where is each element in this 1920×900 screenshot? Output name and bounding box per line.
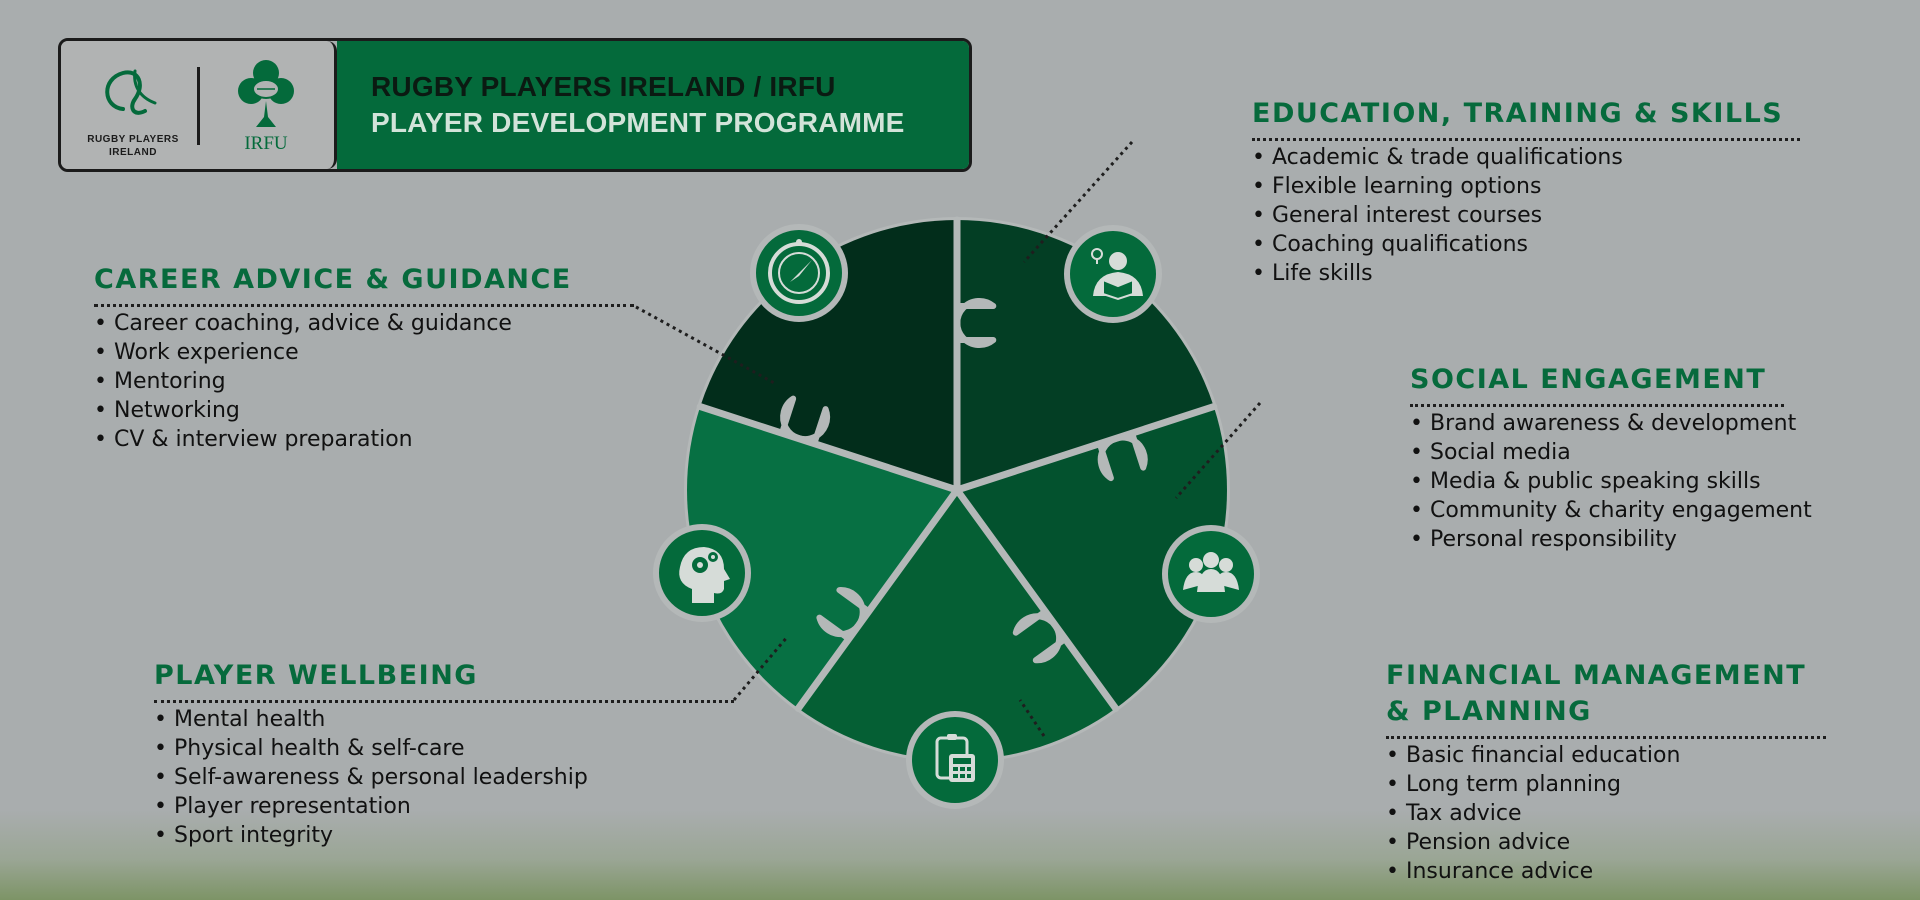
wellbeing-heading: PLAYER WELLBEING [154,660,478,691]
compass-icon [750,224,848,322]
list-item: Work experience [94,338,634,367]
logo-divider [197,67,200,145]
reading-person-icon [1064,225,1162,323]
puzzle-piece-wellbeing [687,406,957,709]
puzzle-piece-financial [798,490,1116,760]
list-item: Mental health [154,705,734,734]
rugby-players-ireland-logo: RUGBY PLAYERS IRELAND [83,59,183,159]
title-panel: RUGBY PLAYERS IRELAND / IRFU PLAYER DEVE… [337,41,969,169]
logo-panel: RUGBY PLAYERS IRELAND IRFU [61,41,337,169]
list-item: Pension advice [1386,828,1826,857]
list-item: Life skills [1252,259,1800,288]
financial-list: Basic financial education Long term plan… [1386,736,1826,886]
puzzle-divider-3 [953,486,1120,712]
social-list: Brand awareness & development Social med… [1410,404,1812,554]
list-item: Tax advice [1386,799,1826,828]
list-item: Career coaching, advice & guidance [94,309,634,338]
connector-career [635,305,777,386]
list-item: Coaching qualifications [1252,230,1800,259]
puzzle-dividers [696,216,1218,712]
social-heading: SOCIAL ENGAGEMENT [1410,364,1767,395]
puzzle-divider-2 [953,403,1218,494]
rpi-logo-text-2: IRELAND [109,147,157,158]
rpi-logo-text-1: RUGBY PLAYERS [87,134,179,145]
education-heading: EDUCATION, TRAINING & SKILLS [1252,98,1784,129]
section-wellbeing: PLAYER WELLBEING Mental health Physical … [154,658,734,850]
head-gears-icon [653,524,751,622]
list-item: Long term planning [1386,770,1826,799]
list-item: Brand awareness & development [1410,409,1796,438]
wellbeing-list: Mental health Physical health & self-car… [154,700,734,850]
section-career: CAREER ADVICE & GUIDANCE Career coaching… [94,262,634,454]
header-banner: RUGBY PLAYERS IRELAND IRFU RUGBY PLAYERS… [58,38,972,172]
irfu-logo: IRFU [226,53,306,155]
financial-heading-line2: & PLANNING [1386,696,1592,727]
list-item: Personal responsibility [1410,525,1784,554]
puzzle-piece-career [700,220,957,490]
irfu-logo-text: IRFU [244,133,288,154]
career-list: Career coaching, advice & guidance Work … [94,304,634,454]
career-heading: CAREER ADVICE & GUIDANCE [94,264,572,295]
list-item: Networking [94,396,634,425]
rpi-emblem-icon [105,69,157,115]
list-item: CV & interview preparation [94,425,634,454]
list-item: Insurance advice [1386,857,1826,886]
list-item: Sport integrity [154,821,734,850]
page-subtitle: PLAYER DEVELOPMENT PROGRAMME [371,107,905,138]
education-list: Academic & trade qualifications Flexible… [1252,138,1800,288]
page-title: RUGBY PLAYERS IRELAND / IRFU [371,71,836,102]
list-item: General interest courses [1252,201,1800,230]
group-icon [1162,525,1260,623]
list-item: Basic financial education [1386,741,1826,770]
connector-social [1174,402,1262,499]
section-financial: FINANCIAL MANAGEMENT & PLANNING Basic fi… [1386,658,1826,886]
list-item: Mentoring [94,367,634,396]
connector-financial [1018,699,1046,737]
connectors [635,140,1262,737]
puzzle-piece-social [957,406,1227,709]
list-item: Physical health & self-care [154,734,734,763]
financial-heading-line1: FINANCIAL MANAGEMENT [1386,660,1807,691]
connector-education [1022,140,1134,264]
list-item: Self-awareness & personal leadership [154,763,734,792]
list-item: Player representation [154,792,734,821]
puzzle-divider-5 [696,403,961,494]
section-education: EDUCATION, TRAINING & SKILLS Academic & … [1252,96,1800,288]
list-item: Media & public speaking skills [1410,467,1784,496]
puzzle-divider-4 [794,486,961,712]
section-social: SOCIAL ENGAGEMENT Brand awareness & deve… [1410,362,1812,554]
calculator-icon [906,711,1004,809]
list-item: Flexible learning options [1252,172,1800,201]
puzzle-piece-education [957,220,1214,490]
list-item: Social media [1410,438,1784,467]
list-item: Community & charity engagement [1410,496,1812,525]
list-item: Academic & trade qualifications [1252,143,1800,172]
shamrock-icon [238,60,294,127]
